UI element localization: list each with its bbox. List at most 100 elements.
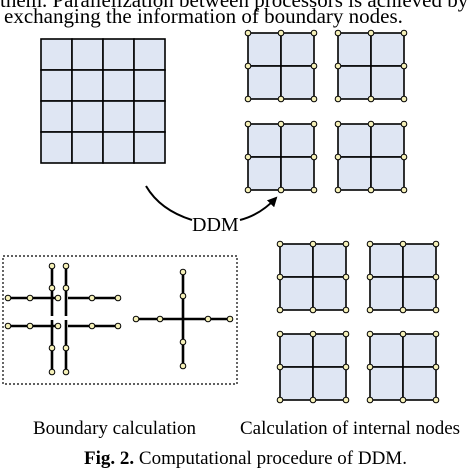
node xyxy=(366,273,374,281)
internal-grid xyxy=(276,330,350,404)
grid-cell xyxy=(312,276,347,311)
node xyxy=(310,95,318,103)
ddm-arrow-tail xyxy=(145,185,193,221)
node xyxy=(114,294,122,302)
grid-cell xyxy=(369,276,404,311)
node xyxy=(4,294,12,302)
node xyxy=(88,322,96,330)
boundary-calculation-label: Boundary calculation xyxy=(33,418,197,439)
node xyxy=(367,95,375,103)
node xyxy=(366,306,374,314)
grid-cell xyxy=(102,38,135,71)
full-domain-grid xyxy=(40,38,166,164)
node xyxy=(432,363,440,371)
node xyxy=(276,363,284,371)
node xyxy=(334,120,342,128)
figure-caption: Fig. 2. Computational procedure of DDM. xyxy=(84,448,407,470)
node xyxy=(366,396,374,404)
node xyxy=(226,315,234,323)
node xyxy=(244,186,252,194)
grid-cell xyxy=(337,123,372,158)
node xyxy=(114,322,122,330)
grid-cell xyxy=(337,65,372,100)
grid-cell xyxy=(102,69,135,102)
grid-cell xyxy=(102,131,135,164)
node xyxy=(366,363,374,371)
node xyxy=(244,153,252,161)
subdomain-grid xyxy=(334,120,408,194)
grid-cell xyxy=(133,69,166,102)
node xyxy=(310,29,318,37)
node xyxy=(62,344,70,352)
grid-cell xyxy=(337,156,372,191)
node xyxy=(156,315,164,323)
grid-cell xyxy=(280,123,315,158)
node xyxy=(432,396,440,404)
node xyxy=(399,330,407,338)
node xyxy=(334,29,342,37)
node xyxy=(179,268,187,276)
grid-cell xyxy=(402,366,437,401)
node xyxy=(62,284,70,292)
node xyxy=(342,240,350,248)
caption-prefix: Fig. 2. xyxy=(84,448,135,469)
grid-cell xyxy=(71,100,104,133)
subdomain-grid xyxy=(244,120,318,194)
node xyxy=(244,62,252,70)
internal-grid xyxy=(366,330,440,404)
node xyxy=(310,62,318,70)
grid-cell xyxy=(369,333,404,368)
node xyxy=(310,186,318,194)
grid-cell xyxy=(133,100,166,133)
grid-cell xyxy=(402,333,437,368)
node xyxy=(277,120,285,128)
node xyxy=(334,153,342,161)
node xyxy=(432,306,440,314)
node xyxy=(342,330,350,338)
node xyxy=(367,29,375,37)
grid-cell xyxy=(133,131,166,164)
node xyxy=(244,95,252,103)
node xyxy=(309,240,317,248)
node xyxy=(276,273,284,281)
node xyxy=(310,153,318,161)
body-text-line-1: them. Parallelization between processors… xyxy=(0,0,469,12)
node xyxy=(204,315,212,323)
node xyxy=(400,62,408,70)
node xyxy=(54,294,62,302)
node xyxy=(432,273,440,281)
grid-cell xyxy=(40,38,73,71)
grid-cell xyxy=(40,69,73,102)
node xyxy=(342,396,350,404)
node xyxy=(309,330,317,338)
node xyxy=(400,95,408,103)
node xyxy=(276,396,284,404)
ddm-label: DDM xyxy=(192,214,239,236)
grid-cell xyxy=(312,333,347,368)
node xyxy=(48,284,56,292)
grid-cell xyxy=(280,65,315,100)
grid-cell xyxy=(279,366,314,401)
node xyxy=(277,186,285,194)
node xyxy=(179,292,187,300)
grid-cell xyxy=(71,131,104,164)
grid-cell xyxy=(369,366,404,401)
node xyxy=(399,306,407,314)
grid-cell xyxy=(280,156,315,191)
node xyxy=(4,322,12,330)
boundary-box xyxy=(2,255,238,385)
node xyxy=(400,186,408,194)
grid-cell xyxy=(71,38,104,71)
node xyxy=(342,306,350,314)
grid-cell xyxy=(280,32,315,67)
internal-grid xyxy=(276,240,350,314)
grid-cell xyxy=(337,32,372,67)
grid-cell xyxy=(279,243,314,278)
node xyxy=(366,330,374,338)
caption-text: Computational procedure of DDM. xyxy=(134,448,407,469)
node xyxy=(334,186,342,194)
node xyxy=(26,294,34,302)
grid-cell xyxy=(279,333,314,368)
node xyxy=(367,186,375,194)
